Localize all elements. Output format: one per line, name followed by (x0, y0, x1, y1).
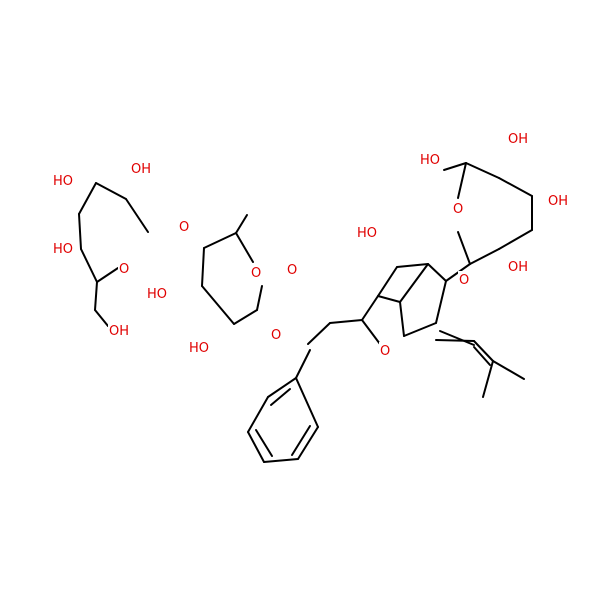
oh-5-label: HO (357, 226, 377, 241)
chromone-ring-oxygen-label: O (380, 344, 390, 359)
glc2-oh-b-label: OH (548, 194, 568, 209)
glc2-oh-c-label: OH (508, 260, 528, 275)
rha-oh-a-label: HO (147, 287, 167, 302)
glc2-oh-a-label: OH (508, 132, 528, 147)
atom-label-layer: HO OH HO OH O O HO HO O O O HO O O O HO (52, 130, 569, 359)
bond-layer (78, 162, 533, 463)
glc1-oh-b-label: OH (131, 162, 151, 177)
carbonyl-oxygen-label: O (287, 263, 297, 278)
glycosidic-oxygen-3-label: O (459, 273, 469, 288)
glc2-ch2oh-label: HO (420, 153, 440, 168)
glycosidic-oxygen-1-label: O (179, 220, 189, 235)
glc2-ring-oxygen-label: O (453, 202, 463, 217)
rha-ring-oxygen-label: O (251, 266, 261, 281)
glc1-ring-oxygen-label: O (119, 262, 129, 277)
rha-oh-b-label: HO (189, 341, 209, 356)
glc1-ch2oh-label: OH (109, 324, 129, 339)
glycosidic-oxygen-2-label: O (271, 328, 281, 343)
glc1-oh-a-label: HO (53, 174, 73, 189)
glc1-oh-c-label: HO (53, 242, 73, 257)
